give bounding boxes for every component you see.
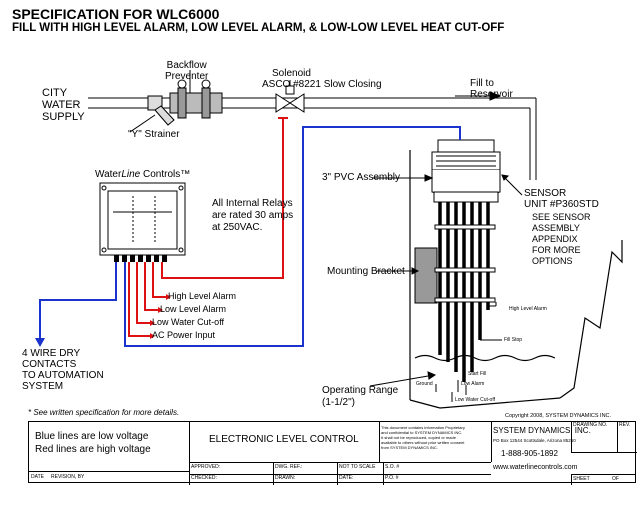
proprietary-text: This document contains information Propr… [381, 425, 465, 450]
drawing-title-cell: ELECTRONIC LEVEL CONTROL [189, 422, 380, 462]
sheet-cell: SHEET OF [571, 474, 636, 485]
relays-note: All Internal Relays are rated 30 amps at… [212, 198, 294, 233]
level-fill-stop: Fill Stop [504, 337, 523, 343]
mounting-bracket-label: Mounting Bracket [327, 266, 405, 277]
blue-automation-line [39, 262, 117, 340]
sensor-spacers [434, 224, 496, 303]
red-solenoid-line [161, 118, 284, 279]
controller-enclosure [99, 182, 186, 256]
copyright: Copyright 2008, SYSTEM DYNAMICS INC. [505, 413, 612, 419]
legend-red: Red lines are high voltage [35, 444, 151, 455]
level-low-water-cutoff: Low Water Cut-off [455, 397, 496, 403]
spec-subtitle: FILL WITH HIGH LEVEL ALARM, LOW LEVEL AL… [12, 22, 505, 34]
sensor-appendix-label: SEE SENSOR ASSEMBLY APPENDIX FOR MORE OP… [532, 212, 591, 266]
red-arrowheads [150, 294, 171, 339]
water-surface [414, 354, 556, 362]
backflow-label: Backflow Preventer [165, 60, 209, 82]
reservoir [409, 150, 623, 409]
company-address: PO Box 12544 Scottsdale, Arizona 85260 [493, 438, 576, 443]
operating-range-label: Operating Range (1-1/2") [322, 385, 399, 408]
see-spec-note: * See written specification for more det… [28, 408, 180, 417]
company-cell: SYSTEM DYNAMICS, INC. PO Box 12544 Scott… [491, 422, 591, 484]
legend-blue: Blue lines are low voltage [35, 431, 149, 442]
fill-arrow [455, 91, 502, 101]
level-ground: Ground [416, 381, 433, 387]
waterline-controls-label: WaterLine Controls™ [95, 169, 191, 180]
output-low-level-alarm: Low Level Alarm [160, 304, 227, 314]
sensor-housing [431, 139, 501, 203]
title-block: Blue lines are low voltage Red lines are… [28, 421, 637, 485]
controller-glands [114, 255, 167, 262]
rev-cell: REV. [617, 422, 637, 453]
solenoid-valve-icon [275, 80, 305, 113]
proprietary-cell: This document contains information Propr… [379, 422, 492, 462]
company-website: www.waterlinecontrols.com [493, 464, 578, 471]
company-phone: 1-888-905-1892 [501, 449, 558, 458]
level-low-alarm: Low Alarm [461, 381, 485, 387]
sensor-unit-label: SENSOR UNIT #P360STD [524, 188, 599, 210]
spec-title: SPECIFICATION FOR WLC6000 [12, 6, 220, 22]
company-name: SYSTEM DYNAMICS, INC. [493, 426, 591, 435]
mounting-bracket [414, 247, 438, 304]
automation-arrow [35, 338, 45, 347]
four-wire-label: 4 WIRE DRY CONTACTS TO AUTOMATION SYSTEM [22, 348, 104, 392]
red-output-leads [128, 262, 166, 337]
y-strainer-label: "Y" Strainer [128, 129, 180, 140]
drawing-no-cell: DRAWING NO. [571, 422, 618, 453]
level-high-alarm: High Level Alarm [509, 306, 547, 312]
leader-lines [369, 174, 523, 402]
output-high-level-alarm: High Level Alarm [168, 291, 237, 301]
output-ac-power: AC Power Input [152, 330, 216, 340]
y-strainer-icon [129, 95, 175, 133]
city-water-label: CITY WATER SUPPLY [42, 87, 85, 123]
output-low-water-cutoff: Low Water Cut-off [152, 317, 225, 327]
legend-cell: Blue lines are low voltage Red lines are… [29, 422, 190, 471]
drawing-title: ELECTRONIC LEVEL CONTROL [209, 434, 359, 445]
solenoid-label: Solenoid ASCO #8221 Slow Closing [262, 68, 382, 90]
backflow-preventer-icon [169, 70, 223, 119]
pvc-assembly-label: 3" PVC Assembly [322, 172, 401, 183]
level-start-fill: Start Fill [468, 371, 487, 377]
fill-reservoir-label: Fill to Reservoir [470, 78, 513, 100]
title-block-fields: DATE REVISION, BY APPROVED: CHECKED: DWG… [29, 462, 491, 485]
